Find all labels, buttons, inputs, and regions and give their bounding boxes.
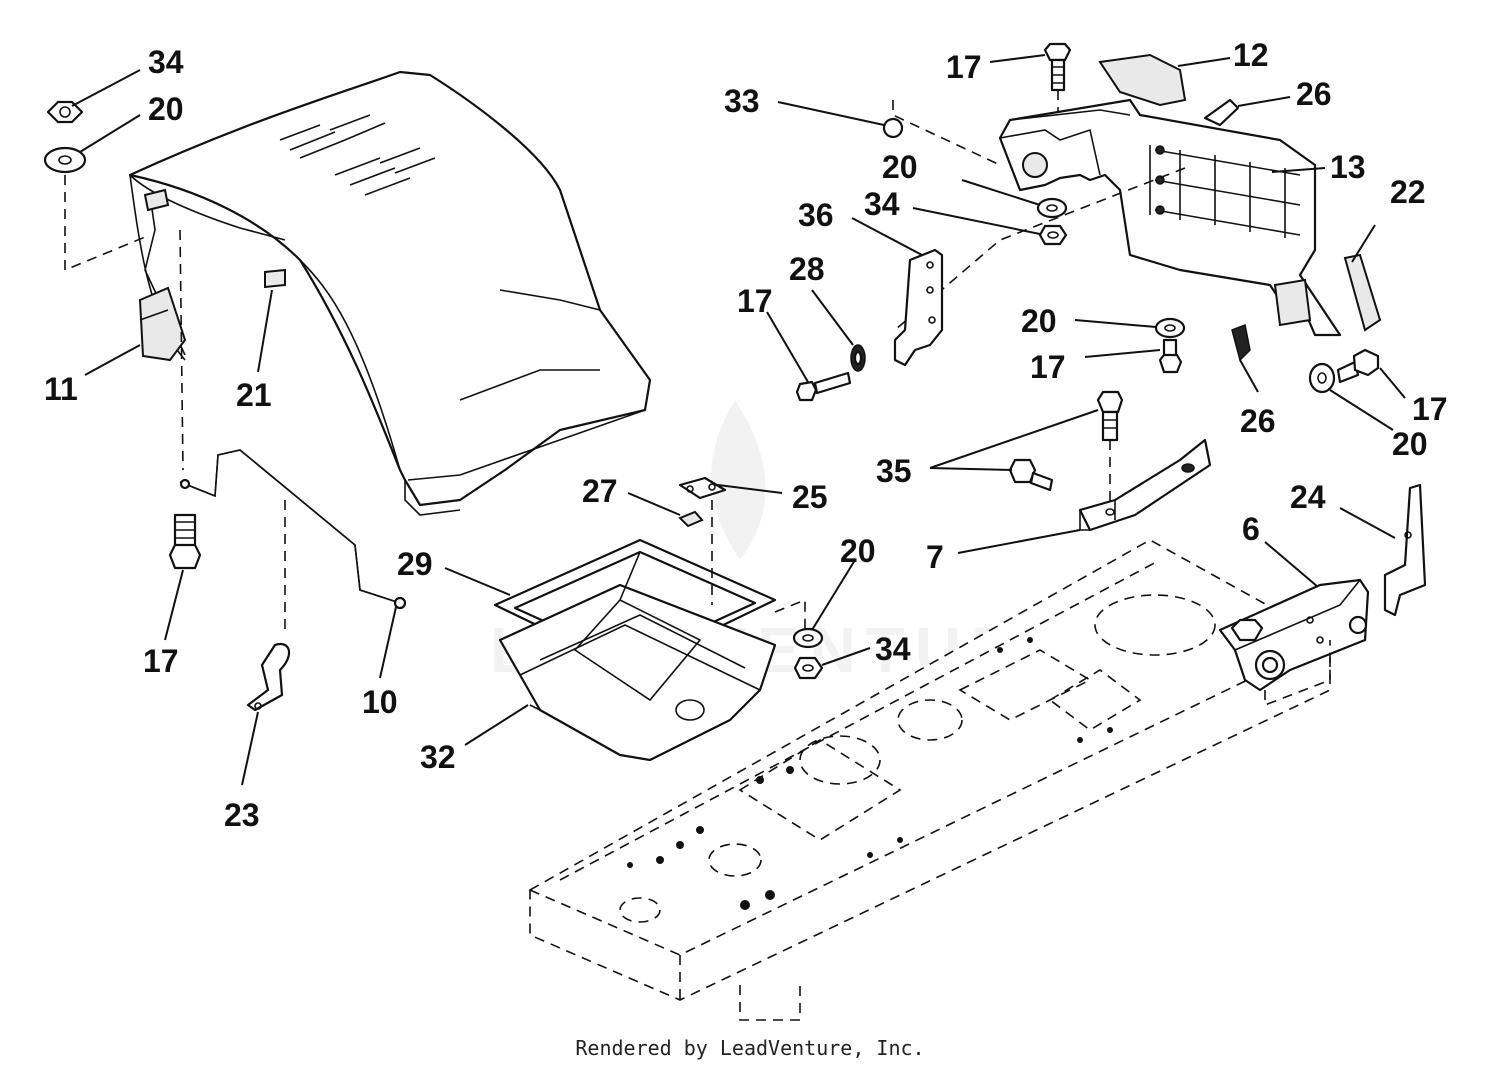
callout-17-rod-bolt: 17 <box>143 643 179 679</box>
washer-20-far <box>1308 362 1336 394</box>
hood <box>128 70 652 516</box>
pad-27 <box>678 510 704 528</box>
callout-21-hood-pad: 21 <box>236 377 272 413</box>
bolt-17-left <box>168 513 202 570</box>
callout-24-bracket: 24 <box>1290 479 1326 515</box>
dash-line-33 <box>892 100 1001 166</box>
callout-27-pad: 27 <box>582 473 618 509</box>
callout-20-top-washer: 20 <box>882 149 918 185</box>
bolt-17-mid <box>795 371 852 402</box>
render-credit: Rendered by LeadVenture, Inc. <box>575 1036 925 1060</box>
callout-20-hood-washer: 20 <box>148 91 184 127</box>
washer-20-left <box>43 146 87 174</box>
bracket-25 <box>678 476 727 500</box>
axle-bracket-6 <box>1218 578 1370 692</box>
clip-26-top <box>1203 98 1240 127</box>
bracket-36 <box>893 248 944 367</box>
callout-17-far-bolt: 17 <box>1412 391 1448 427</box>
callout-26-top-clip: 26 <box>1296 76 1332 112</box>
rod-clip <box>246 642 291 712</box>
callout-20-center-washer: 20 <box>840 533 876 569</box>
dash-line-20b <box>774 598 806 630</box>
tractor-frame <box>529 539 1331 1021</box>
bolt-35-horizontal <box>1008 458 1054 492</box>
callout-33-plug: 33 <box>724 83 760 119</box>
callout-35-bolts: 35 <box>876 453 912 489</box>
callout-20-right-washer: 20 <box>1021 303 1057 339</box>
callout-28-star-washer: 28 <box>789 251 825 287</box>
callout-32-grille-box: 32 <box>420 739 456 775</box>
hood-grille <box>493 538 777 762</box>
washer-20-right <box>1154 317 1186 339</box>
bolt-17-far <box>1336 348 1380 384</box>
callout-20-far-washer: 20 <box>1392 426 1428 462</box>
callout-7-bracket: 7 <box>926 539 944 575</box>
clip-26-right <box>1231 323 1251 362</box>
dash-line-hood-left <box>64 175 151 272</box>
plug-33 <box>882 117 904 139</box>
bolt-17-top <box>1043 42 1072 92</box>
bolt-17-right <box>1158 338 1183 374</box>
grille-panel-12 <box>1098 53 1187 107</box>
washer-20-center <box>792 627 824 649</box>
hood-rod <box>179 449 407 610</box>
callout-10-rod: 10 <box>362 684 398 720</box>
dash-line-bracket <box>179 229 184 471</box>
bolt-35-vertical <box>1096 390 1124 442</box>
hex-nut-34-top <box>1038 224 1068 246</box>
trim-22 <box>1343 253 1382 332</box>
hex-nut-34-left <box>46 100 84 124</box>
callout-34-center-nut: 34 <box>875 631 911 667</box>
callout-6-axle-bracket: 6 <box>1242 511 1260 547</box>
callout-25-bracket: 25 <box>792 479 828 515</box>
star-washer-28 <box>850 344 866 372</box>
grille-13 <box>998 98 1342 337</box>
callout-23-clip: 23 <box>224 797 260 833</box>
callout-12-panel: 12 <box>1233 37 1269 73</box>
callout-26-right-clip: 26 <box>1240 403 1276 439</box>
callout-13-grille: 13 <box>1330 149 1366 185</box>
callout-34-top-nut: 34 <box>864 186 900 222</box>
callout-36-bracket: 36 <box>798 197 834 233</box>
callout-22-trim: 22 <box>1390 174 1426 210</box>
bracket-24 <box>1383 483 1427 617</box>
callout-11-side-pad: 11 <box>44 371 78 407</box>
bracket-7 <box>1078 438 1212 532</box>
dash-line-6 <box>1264 640 1331 707</box>
hex-nut-34-center <box>793 656 824 680</box>
callout-34-hood-nut: 34 <box>148 44 184 80</box>
callout-17-right-bolt: 17 <box>1030 349 1066 385</box>
callout-29-grille-frame: 29 <box>397 546 433 582</box>
callout-17-mid-bolt: 17 <box>737 283 773 319</box>
leader-lines <box>71 54 1406 786</box>
washer-20-top <box>1036 197 1068 219</box>
callout-17-top-bolt: 17 <box>946 49 982 85</box>
callout-labels: 34 20 11 21 17 10 23 27 25 29 32 20 34 1… <box>44 37 1448 833</box>
hood-side-pad <box>138 286 187 362</box>
